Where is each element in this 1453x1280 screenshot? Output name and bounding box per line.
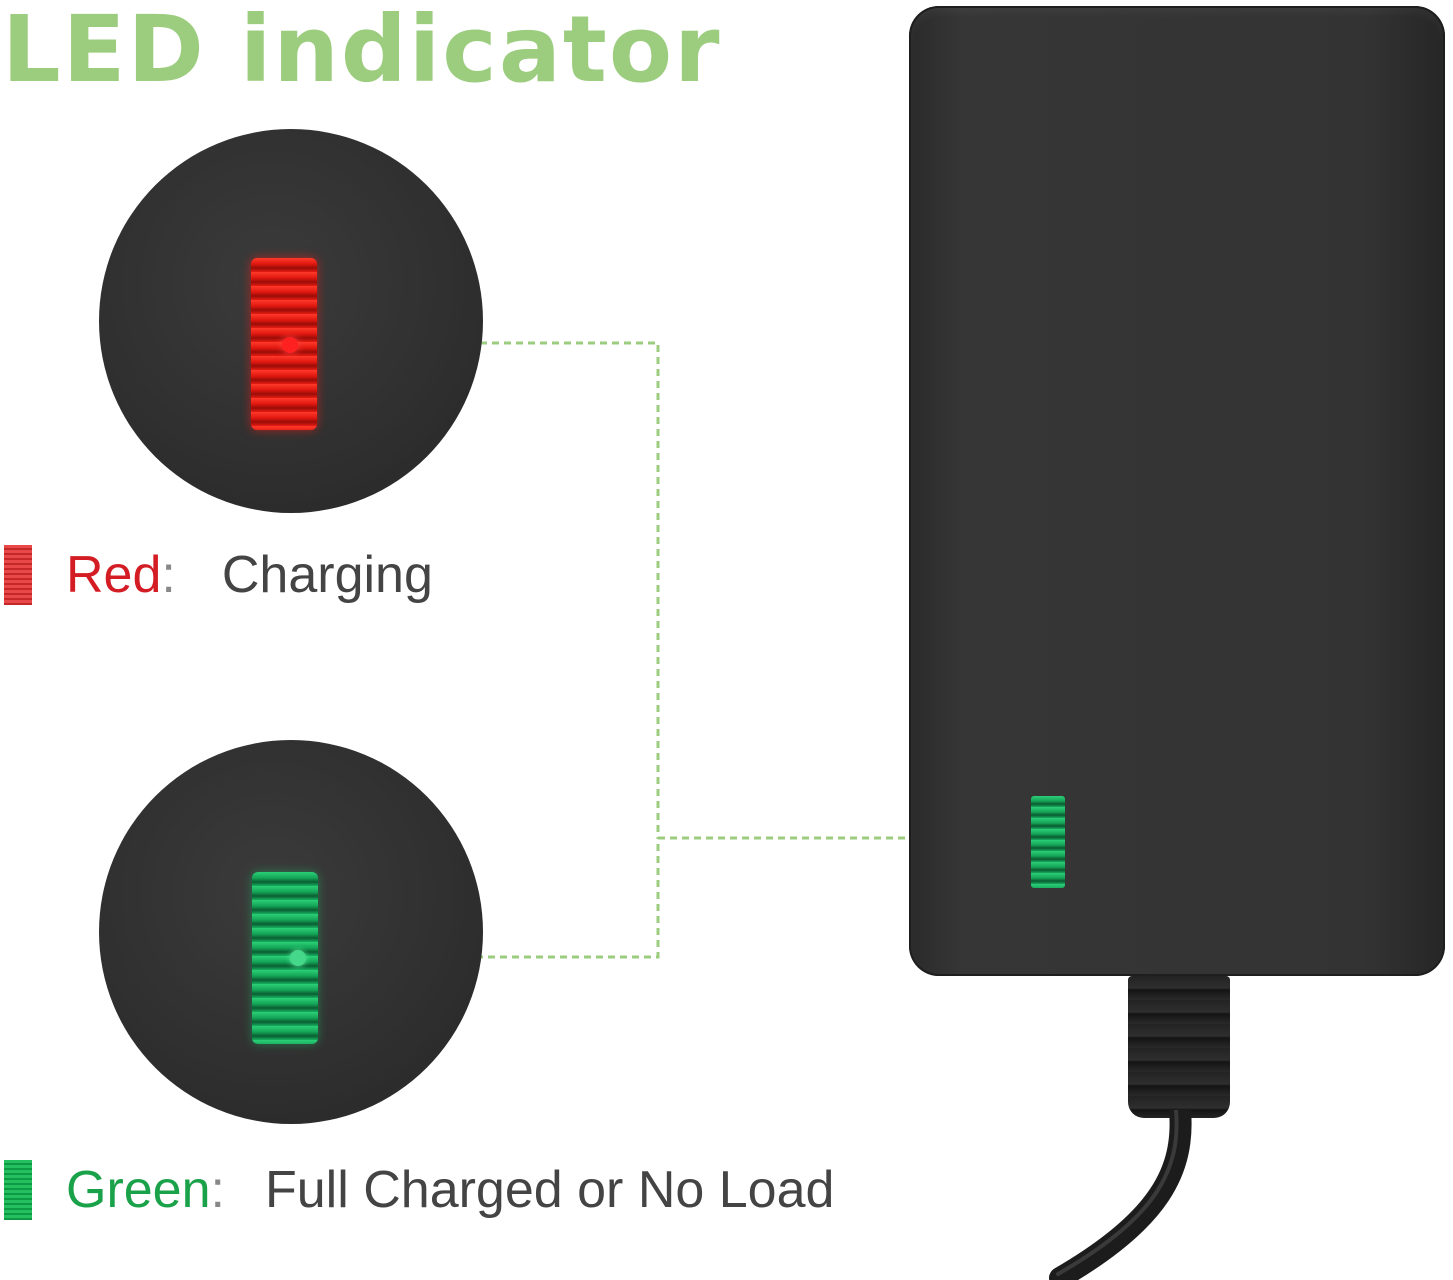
- legend-green: Green : Full Charged or No Load: [0, 1160, 834, 1220]
- legend-red-name: Red: [66, 546, 162, 604]
- red-led-point: [282, 337, 298, 353]
- legend-red-description: Charging: [221, 546, 433, 604]
- legend-red-separator: :: [161, 546, 176, 604]
- legend-red: Red : Charging: [0, 545, 433, 605]
- power-adapter: [909, 6, 1445, 976]
- green-led-icon: [252, 872, 318, 1044]
- green-swatch-icon: [4, 1160, 32, 1220]
- red-swatch-icon: [4, 545, 32, 605]
- power-cable: [1049, 1110, 1192, 1280]
- legend-green-name: Green: [66, 1161, 211, 1219]
- cable-strain-relief: [1128, 976, 1230, 1118]
- adapter-led-icon: [1031, 796, 1065, 888]
- page-title: LED indicator: [2, 0, 722, 103]
- green-led-point: [290, 950, 306, 966]
- legend-green-separator: :: [210, 1161, 225, 1219]
- legend-green-description: Full Charged or No Load: [264, 1161, 835, 1219]
